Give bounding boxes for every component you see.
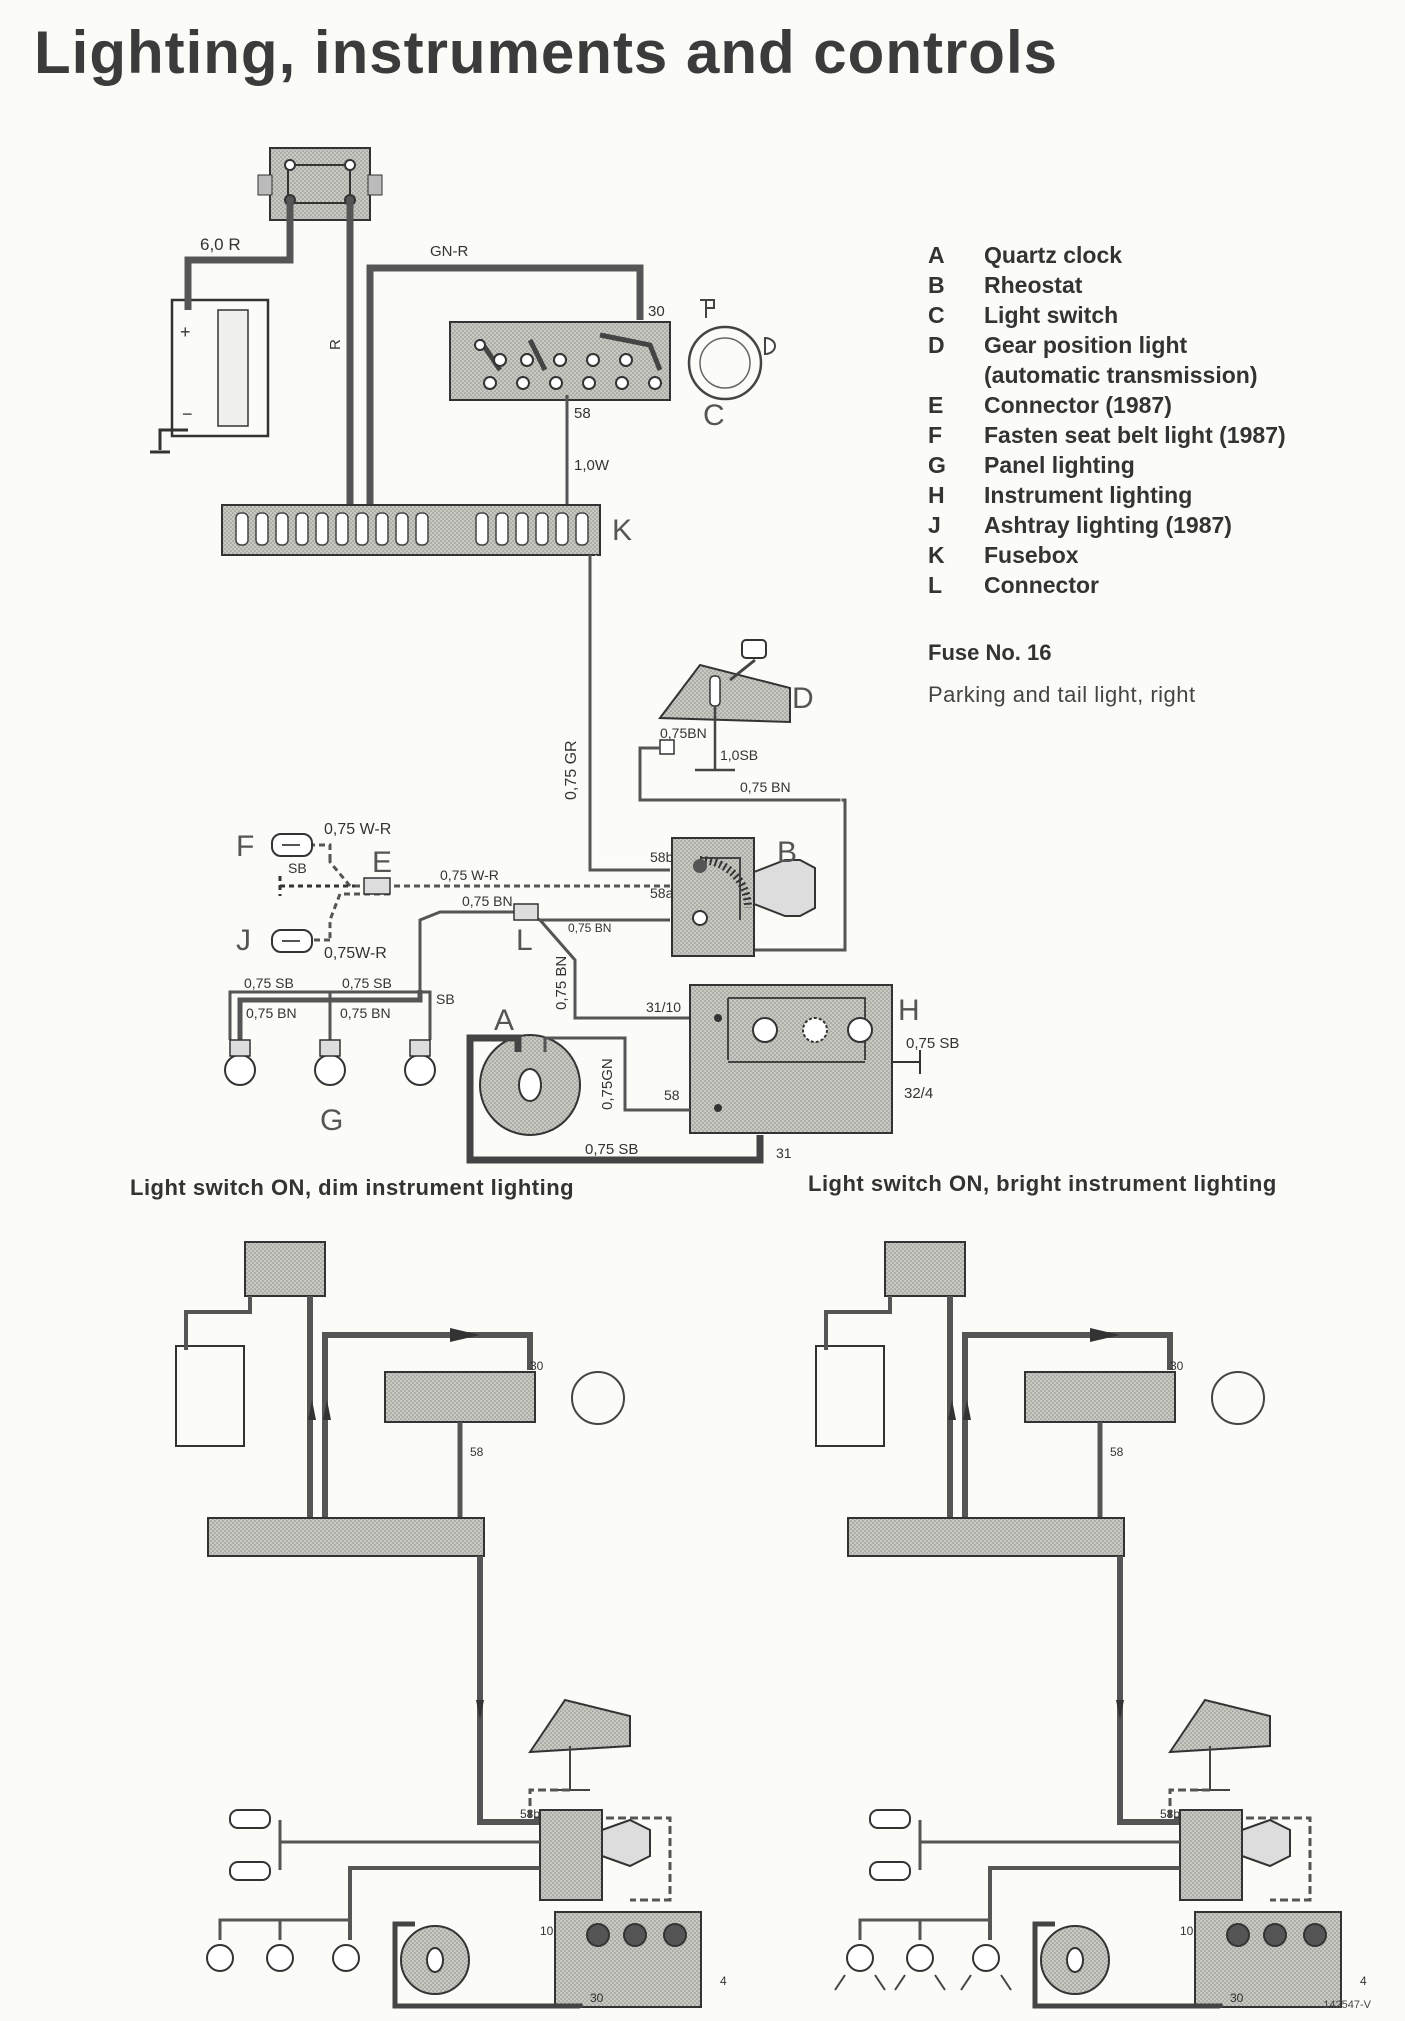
terminal-label: 4 bbox=[1360, 1974, 1367, 1988]
fusebox-k bbox=[221, 504, 601, 556]
wire-label: 0,75BN bbox=[660, 725, 707, 741]
wire-label: 0,75 GR bbox=[563, 740, 580, 800]
instrument-lighting-h bbox=[689, 984, 921, 1134]
svg-text:−: − bbox=[182, 404, 193, 424]
terminal-label: 58b bbox=[520, 1807, 540, 1821]
component-letter-h: H bbox=[898, 994, 920, 1027]
fuse-title: Fuse No. 16 bbox=[928, 640, 1052, 665]
terminal-label: 30 bbox=[1170, 1359, 1184, 1373]
light-switch-c bbox=[449, 299, 776, 401]
ashtray-light-j bbox=[271, 929, 313, 953]
terminal-label: 30 bbox=[590, 1991, 604, 2005]
terminal-label: 30 bbox=[648, 303, 665, 320]
component-letter-g: G bbox=[320, 1104, 343, 1137]
wire-label: 0,75 SB bbox=[906, 1035, 959, 1052]
wire-label: 1,0SB bbox=[720, 747, 758, 763]
caption-bright: Light switch ON, bright instrument light… bbox=[808, 1171, 1277, 1196]
terminal-label: 58b bbox=[1160, 1807, 1180, 1821]
wire-label: 0,75 BN bbox=[246, 1005, 297, 1021]
wire-label: 0,75 BN bbox=[553, 956, 570, 1010]
component-letter-a: A bbox=[494, 1004, 514, 1037]
battery: + − bbox=[150, 298, 270, 454]
component-letter-c: C bbox=[703, 399, 725, 432]
terminal-label: 58 bbox=[1110, 1445, 1124, 1459]
reference-number: 142547-V bbox=[1323, 1999, 1371, 2011]
wire-label: 0,75 BN bbox=[340, 1005, 391, 1021]
terminal-label: 31/10 bbox=[646, 999, 681, 1015]
page-title: Lighting, instruments and controls bbox=[34, 19, 1058, 86]
component-letter-b: B bbox=[777, 836, 797, 869]
component-letter-j: J bbox=[236, 924, 251, 957]
caption-dim: Light switch ON, dim instrument lighting bbox=[130, 1175, 575, 1200]
wire-label: 0,75GN bbox=[599, 1058, 616, 1110]
wire-label: R bbox=[327, 339, 344, 350]
terminal-label: 31 bbox=[776, 1145, 792, 1161]
svg-text:+: + bbox=[180, 322, 191, 342]
terminal-label: 30 bbox=[1230, 1991, 1244, 2005]
wire-label: 0,75W-R bbox=[324, 945, 387, 962]
terminal-label: 32/4 bbox=[904, 1085, 933, 1102]
terminal-label: 58 bbox=[574, 405, 591, 422]
component-letter-k: K bbox=[612, 514, 632, 547]
terminal-label: 30 bbox=[530, 1359, 544, 1373]
component-letter-d: D bbox=[792, 682, 814, 715]
terminal-label: 58 bbox=[664, 1087, 680, 1103]
wire-label: 6,0 R bbox=[200, 235, 241, 254]
terminal-label: 10 bbox=[1180, 1924, 1194, 1938]
wire-label: 0,75 SB bbox=[244, 975, 294, 991]
seat-belt-light-f bbox=[271, 833, 313, 857]
wire-label: GN-R bbox=[430, 243, 468, 260]
terminal-label: 4 bbox=[720, 1974, 727, 1988]
fuse-description: Parking and tail light, right bbox=[928, 682, 1196, 707]
wire-label: SB bbox=[436, 991, 455, 1007]
rheostat-b bbox=[671, 837, 816, 957]
terminal-label: 10 bbox=[540, 1924, 554, 1938]
component-letter-e: E bbox=[372, 846, 392, 879]
terminal-label: 58b bbox=[650, 849, 674, 865]
wire-label: 0,75 SB bbox=[585, 1141, 638, 1158]
component-letter-f: F bbox=[236, 830, 254, 863]
quartz-clock-a bbox=[479, 1034, 581, 1136]
wire-label: 1,0W bbox=[574, 457, 610, 474]
terminal-label: 58a bbox=[650, 885, 674, 901]
wire-label: 0,75 BN bbox=[462, 893, 513, 909]
gear-position-light-d bbox=[658, 639, 791, 772]
wire-label: 0,75 W-R bbox=[440, 867, 499, 883]
wire-label: SB bbox=[288, 860, 307, 876]
legend-item-sub: (automatic transmission) bbox=[984, 361, 1258, 388]
wire-label: 0,75 W-R bbox=[324, 821, 391, 838]
terminal-label: 58 bbox=[470, 1445, 484, 1459]
component-letter-l: L bbox=[516, 924, 533, 957]
panel-light-g bbox=[224, 1039, 436, 1086]
wire-label: 0,75 BN bbox=[568, 921, 611, 935]
wire-label: 0,75 SB bbox=[342, 975, 392, 991]
wire-label: 0,75 BN bbox=[740, 779, 791, 795]
